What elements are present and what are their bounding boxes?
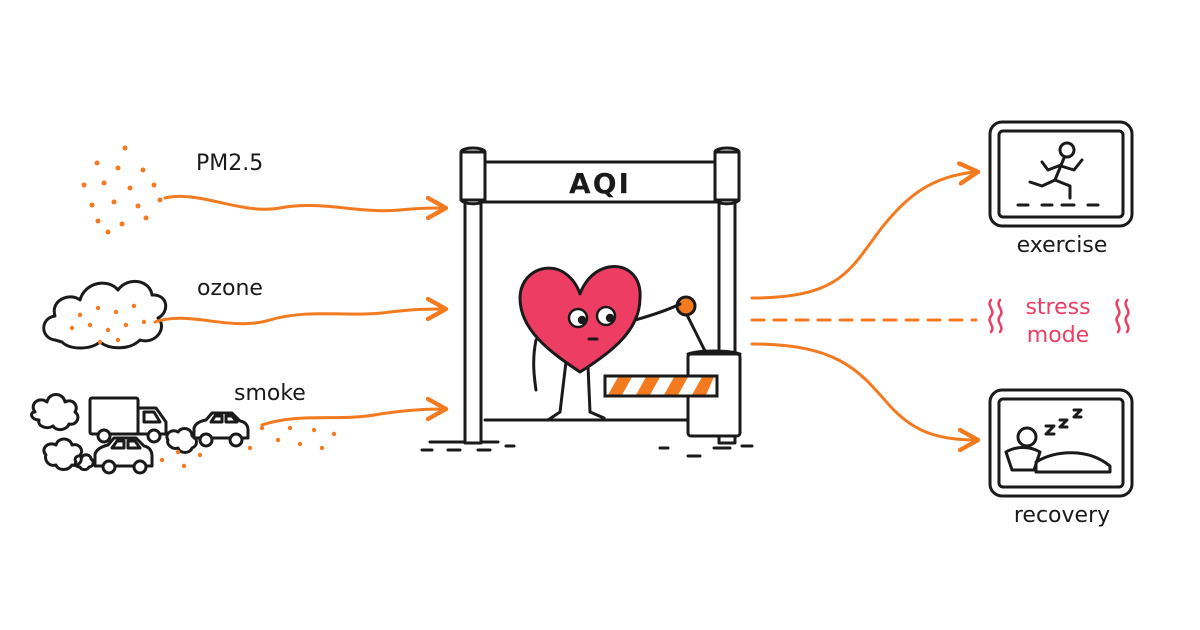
ozone-arrow — [153, 309, 444, 326]
traffic-smoke-icon — [30, 393, 337, 475]
exercise-arrow — [750, 172, 976, 300]
smoke-label: smoke — [234, 381, 306, 406]
exercise-label: exercise — [1017, 233, 1108, 258]
heart-character — [518, 265, 682, 422]
recovery-arrow — [750, 342, 976, 440]
pm25-arrow — [163, 194, 444, 210]
aqi-gate: AQI — [420, 146, 754, 458]
stress-mode: stress mode — [988, 295, 1130, 348]
ozone-cloud-icon — [42, 279, 168, 350]
runner-icon — [1016, 141, 1100, 207]
stress-label-line2: mode — [1027, 323, 1089, 348]
stress-label-line1: stress — [1025, 295, 1090, 320]
pm25-particles-icon — [81, 145, 163, 235]
stress-wave-right-icon — [1115, 298, 1130, 334]
exercise-panel — [988, 120, 1134, 228]
stress-wave-left-icon — [988, 298, 1003, 334]
smoke-arrow — [260, 409, 444, 427]
recovery-panel — [988, 388, 1134, 498]
pm25-label: PM2.5 — [196, 151, 263, 176]
ozone-label: ozone — [197, 276, 263, 301]
barrier-arm — [603, 374, 719, 398]
recovery-label: recovery — [1014, 503, 1110, 528]
sleeping-person-icon — [1004, 408, 1112, 474]
aqi-gate-title: AQI — [569, 167, 631, 200]
